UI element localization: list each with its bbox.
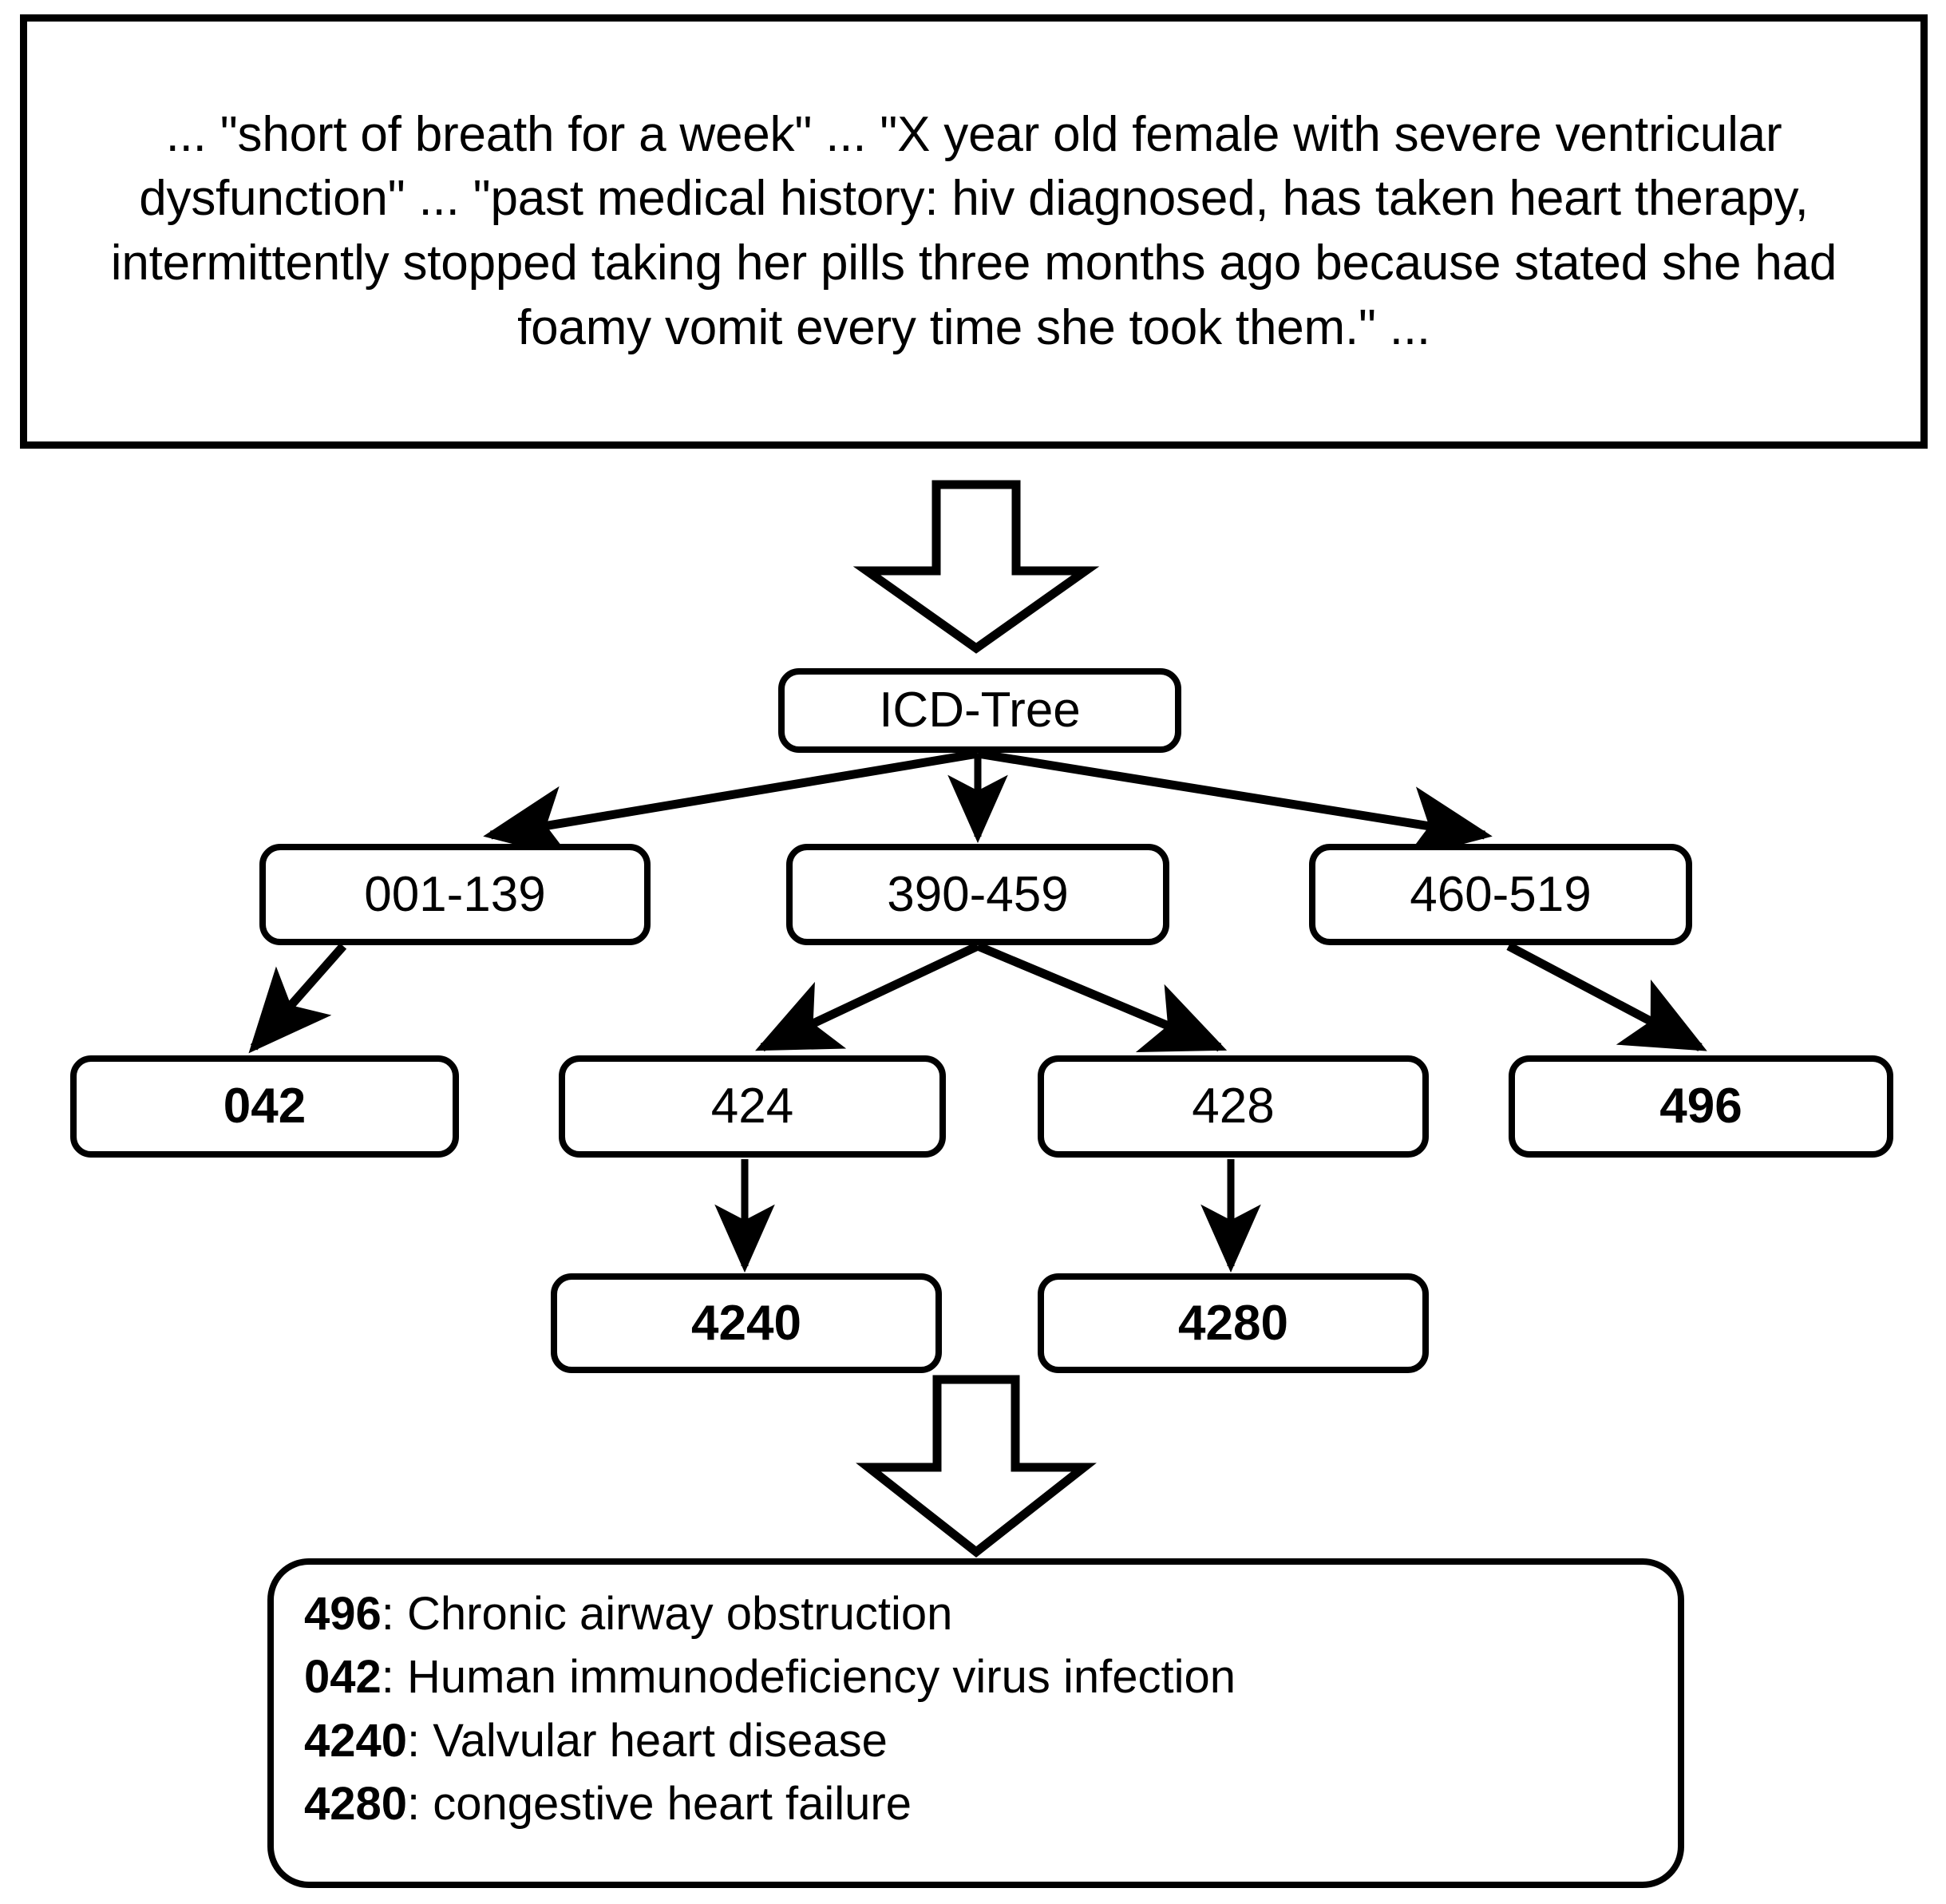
- edge-001-139-to-042: [248, 943, 347, 1054]
- tree-node-label: ICD-Tree: [879, 683, 1081, 738]
- legend-separator: :: [381, 1651, 408, 1704]
- legend-item: 4280: congestive heart failure: [304, 1772, 1678, 1835]
- tree-node-496[interactable]: 496: [1509, 1055, 1893, 1158]
- edge-390-459-to-428: [975, 941, 1228, 1053]
- tree-node-460-519[interactable]: 460-519: [1309, 844, 1692, 945]
- tree-node-label: 496: [1659, 1079, 1742, 1134]
- tree-node-label: 424: [710, 1079, 794, 1134]
- legend-item: 496: Chronic airway obstruction: [304, 1582, 1678, 1645]
- legend-code: 496: [304, 1588, 382, 1640]
- legend-code: 4240: [304, 1714, 408, 1767]
- legend-description: Human immunodeficiency virus infection: [407, 1651, 1236, 1704]
- tree-node-001-139[interactable]: 001-139: [259, 844, 651, 945]
- tree-node-label: 460-519: [1410, 866, 1592, 922]
- block-arrow-note-to-tree: [852, 480, 1100, 654]
- clinical-note-text: ... "short of breath for a week" ... "X …: [110, 106, 1837, 355]
- code-legend-box: 496: Chronic airway obstruction 042: Hum…: [267, 1558, 1684, 1888]
- legend-description: Chronic airway obstruction: [407, 1588, 953, 1640]
- edge-root-to-460-519: [977, 749, 1493, 860]
- tree-node-icd-tree[interactable]: ICD-Tree: [778, 668, 1181, 753]
- tree-node-label: 390-459: [887, 866, 1069, 922]
- tree-node-label: 4280: [1178, 1295, 1288, 1351]
- tree-node-label: 042: [223, 1079, 307, 1134]
- edge-390-459-to-424: [755, 942, 980, 1051]
- legend-description: Valvular heart disease: [433, 1714, 888, 1767]
- tree-node-label: 4240: [691, 1295, 801, 1351]
- edge-460-519-to-496: [1506, 942, 1707, 1051]
- legend-description: congestive heart failure: [433, 1778, 912, 1831]
- tree-node-042[interactable]: 042: [70, 1055, 459, 1158]
- tree-node-4280[interactable]: 4280: [1038, 1273, 1429, 1373]
- tree-node-label: 001-139: [364, 866, 546, 922]
- tree-node-4240[interactable]: 4240: [551, 1273, 942, 1373]
- legend-separator: :: [407, 1778, 433, 1831]
- legend-code: 042: [304, 1651, 382, 1704]
- tree-node-424[interactable]: 424: [559, 1055, 946, 1158]
- legend-item: 4240: Valvular heart disease: [304, 1709, 1678, 1772]
- tree-node-428[interactable]: 428: [1038, 1055, 1429, 1158]
- legend-separator: :: [407, 1714, 433, 1767]
- clinical-note-box: ... "short of breath for a week" ... "X …: [20, 14, 1928, 449]
- tree-node-label: 428: [1192, 1079, 1275, 1134]
- tree-node-390-459[interactable]: 390-459: [786, 844, 1169, 945]
- edge-root-to-001-139: [483, 749, 979, 859]
- legend-item: 042: Human immunodeficiency virus infect…: [304, 1645, 1678, 1708]
- legend-code: 4280: [304, 1778, 408, 1831]
- block-arrow-tree-to-legend: [856, 1375, 1097, 1558]
- legend-separator: :: [381, 1588, 408, 1640]
